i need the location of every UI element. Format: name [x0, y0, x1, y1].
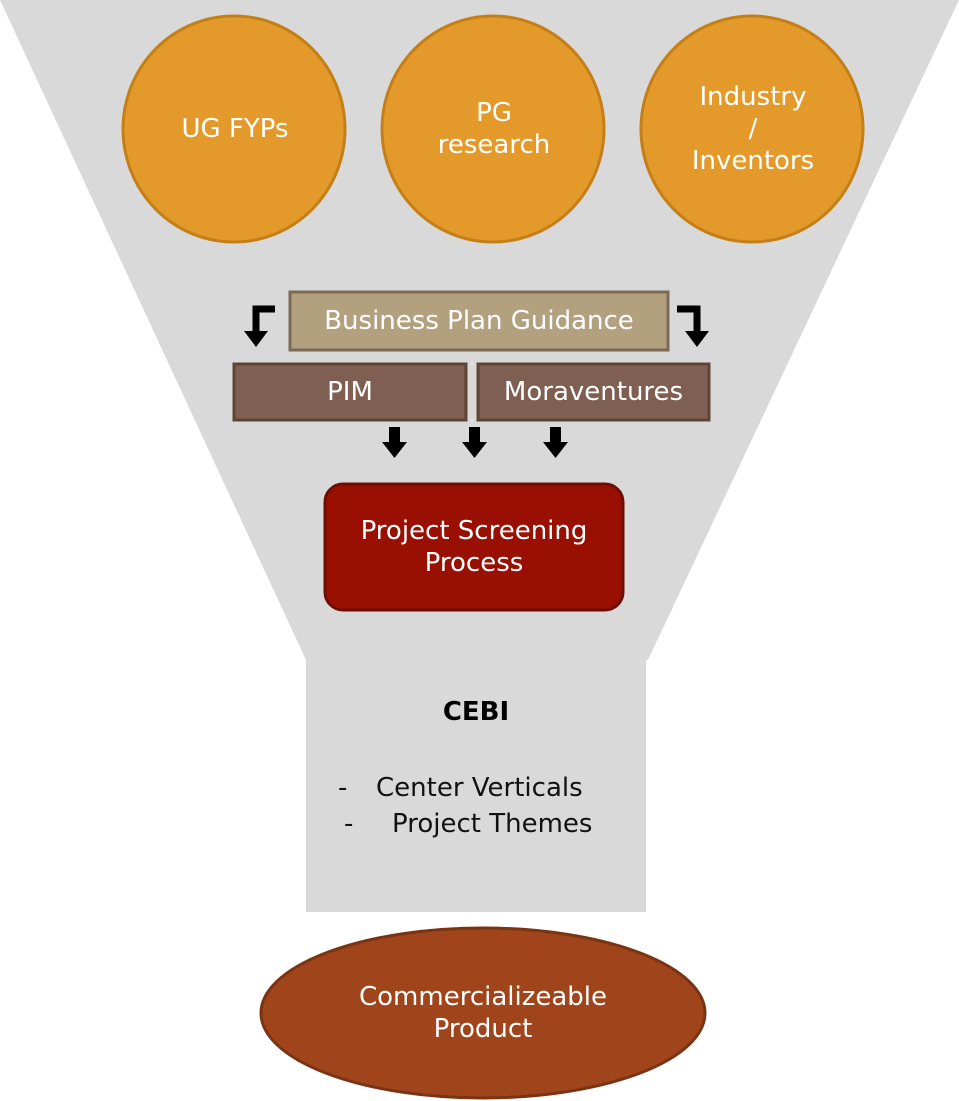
guidance-label: Business Plan Guidance [324, 305, 634, 336]
cebi-item-text: Center Verticals [376, 773, 583, 803]
source-label-pg-line: PG [476, 97, 512, 128]
corner-arrow-right-icon [677, 305, 709, 347]
cebi-item-text: Project Themes [392, 809, 593, 839]
source-label-industry-line: / [748, 113, 758, 144]
source-label-pg-line: research [437, 130, 551, 160]
moraventures-box [476, 362, 711, 422]
down-arrow-icon [382, 427, 407, 458]
source-circle-industry [639, 14, 865, 244]
source-label-industry: Industry / Inventors [642, 16, 864, 242]
source-circle-pg [380, 14, 606, 244]
funnel-stem [306, 655, 646, 912]
guidance-box [288, 290, 670, 352]
moraventures-label: Moraventures [503, 376, 684, 407]
pim-box [232, 362, 468, 422]
cebi-title: CEBI [442, 697, 510, 727]
source-label-ug: UG FYPs [124, 16, 346, 242]
cebi-list: - Center Verticals - Project Themes [330, 770, 640, 842]
bullet: - [344, 809, 354, 839]
list-item: - Center Verticals [330, 770, 640, 806]
screening-label-line: Process [424, 548, 524, 578]
down-arrow-icon [543, 427, 568, 458]
screening-label: Project Screening Process [325, 484, 623, 610]
source-label-pg: PG research [383, 16, 605, 242]
outcome-label-line: Product [433, 1014, 533, 1044]
corner-arrow-left-icon [244, 305, 275, 347]
screening-label-line: Project Screening [360, 515, 588, 546]
outcome-label: Commercializeable Product [261, 928, 705, 1098]
outcome-ellipse [259, 926, 707, 1100]
source-label-ug-line: UG FYPs [181, 113, 289, 144]
source-label-industry-line: Industry [699, 81, 807, 112]
bullet: - [338, 773, 348, 803]
pim-label: PIM [327, 376, 373, 407]
list-item: - Project Themes [330, 806, 640, 842]
source-label-industry-line: Inventors [691, 146, 815, 177]
outcome-label-line: Commercializeable [358, 981, 608, 1012]
screening-box [323, 482, 625, 612]
source-circle-ug [121, 14, 347, 244]
down-arrow-icon [462, 427, 487, 458]
